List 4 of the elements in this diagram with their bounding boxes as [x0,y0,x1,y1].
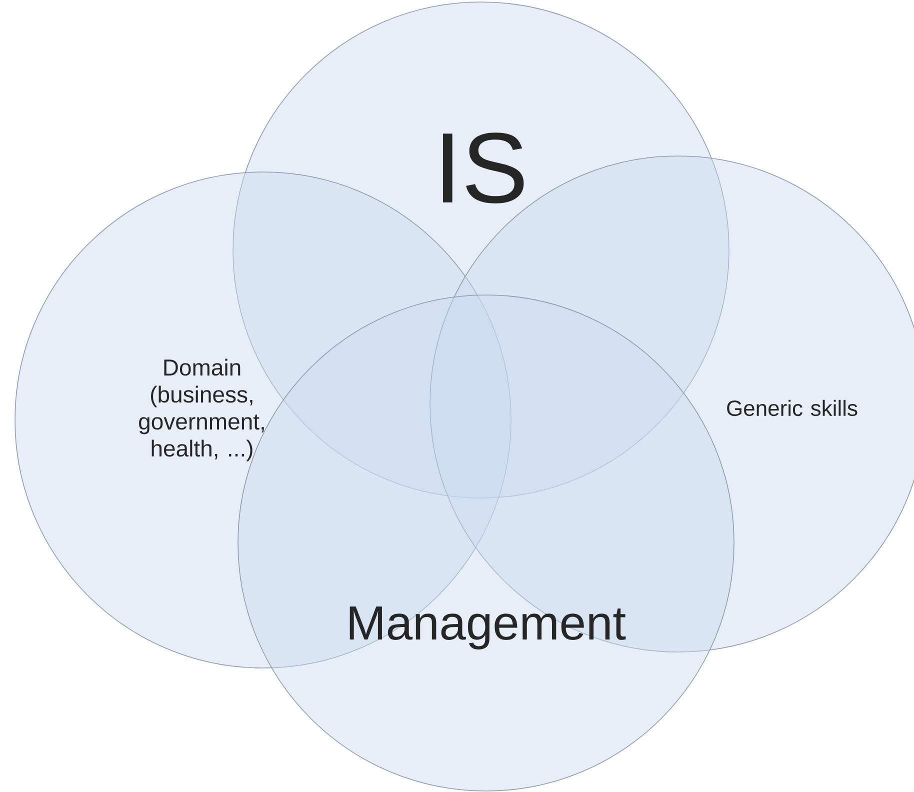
circle-label: Domain (business, government, health, ...) [139,358,264,462]
circle-label: IS [442,132,524,204]
circle-label: Generic skills [727,400,858,416]
circle-label: Management [350,606,626,650]
